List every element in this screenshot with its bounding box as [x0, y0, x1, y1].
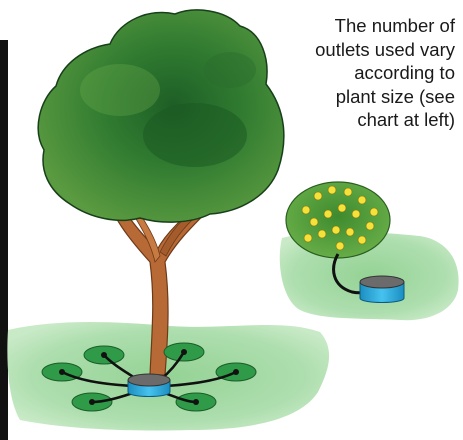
shrub [285, 181, 391, 259]
drip-reservoir-icon [359, 275, 405, 303]
caption-line-5: chart at left) [357, 109, 455, 130]
emitter-tips [59, 349, 239, 405]
caption-line-4: plant size (see [335, 85, 455, 107]
shrub-drip-system [332, 253, 405, 303]
drip-reservoir-icon [127, 373, 171, 397]
caption-text: The number of outlets used vary accordin… [245, 14, 455, 132]
caption-line-1: The number of [334, 15, 455, 36]
caption-line-3: according to [354, 62, 455, 83]
left-border-rule [0, 40, 8, 440]
tree-drip-system [41, 342, 257, 412]
shrub-flowers [301, 185, 379, 251]
caption-line-2: outlets used vary [315, 38, 455, 60]
tree-canopy [37, 9, 285, 223]
